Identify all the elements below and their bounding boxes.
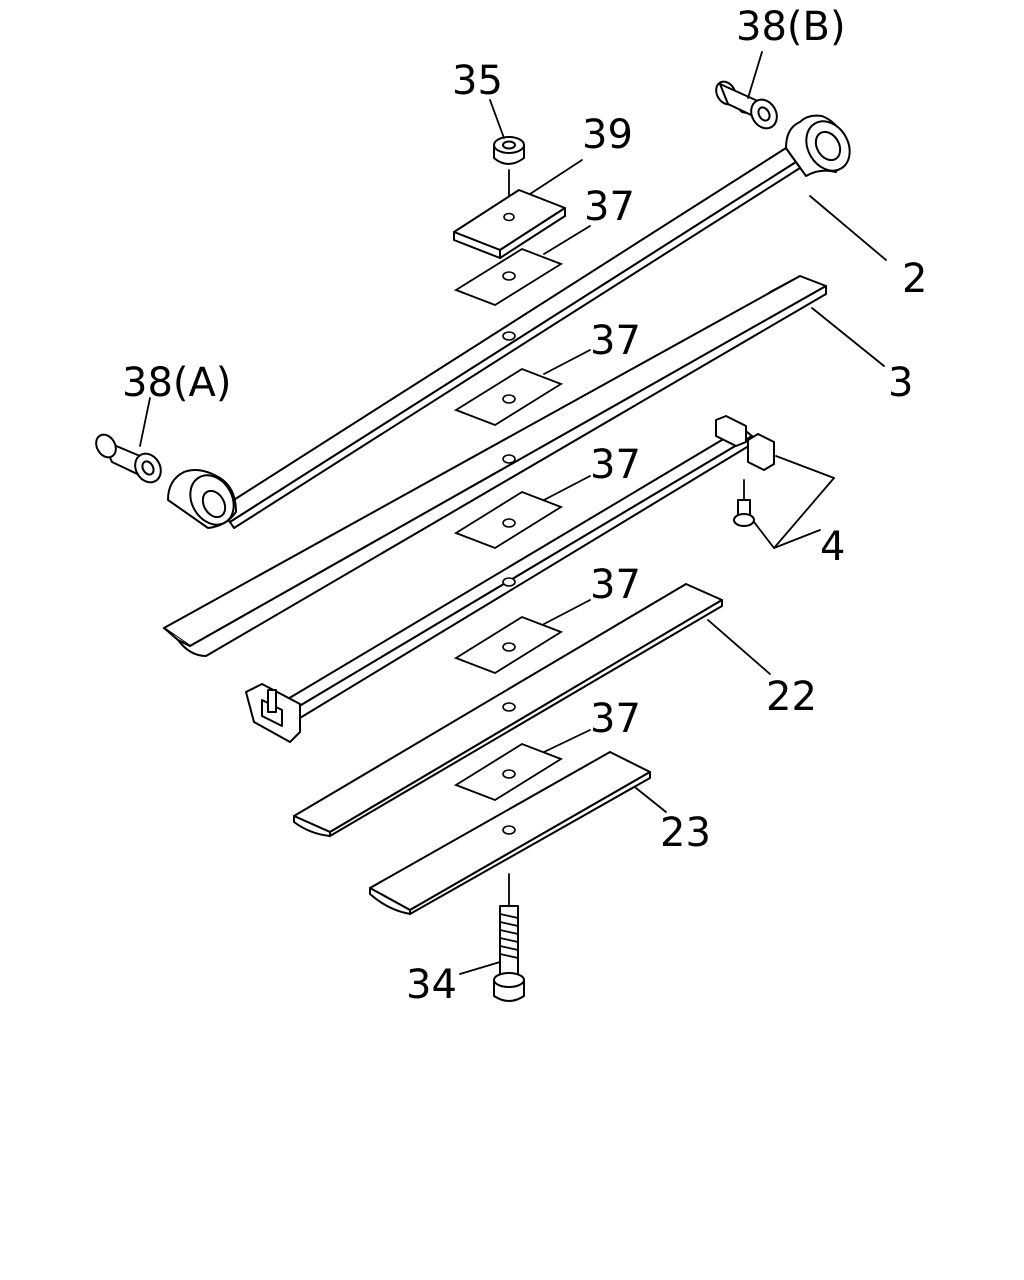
callout-38b: 38(B) [736,4,846,50]
pad-37-third [453,490,564,550]
plate-39 [453,189,566,259]
pad-37-fifth [453,742,564,802]
callout-37-third: 37 [590,442,641,488]
bushing-38a [95,433,162,484]
second-leaf-3 [163,275,827,657]
callout-23: 23 [660,810,711,856]
callout-3: 3 [888,360,913,406]
callout-4: 4 [820,524,845,570]
main-leaf-2 [167,114,851,529]
callout-2: 2 [902,256,927,302]
pad-37-top [453,247,564,307]
leader-lines [139,51,887,975]
callout-34: 34 [406,962,457,1008]
callout-38a: 38(A) [122,360,231,406]
leaf-23 [369,751,651,915]
callout-37-fifth: 37 [590,696,641,742]
callout-22: 22 [766,674,817,720]
bushing-38b [715,80,778,130]
callout-37-fourth: 37 [590,562,641,608]
callout-35: 35 [452,58,503,104]
callout-37-second: 37 [590,318,641,364]
callout-37-top: 37 [584,184,635,230]
rivet-4 [733,479,755,527]
clip-leaf-4 [245,415,775,743]
pad-37-second [453,367,564,427]
pad-37-fourth [453,615,564,675]
center-bolt-34 [493,873,525,1002]
callout-39: 39 [582,112,633,158]
leaf-22 [293,583,723,837]
callout-labels: 38(B) 35 39 37 2 37 3 38(A) 37 4 37 22 3… [122,4,927,1008]
nut-35 [493,136,525,165]
